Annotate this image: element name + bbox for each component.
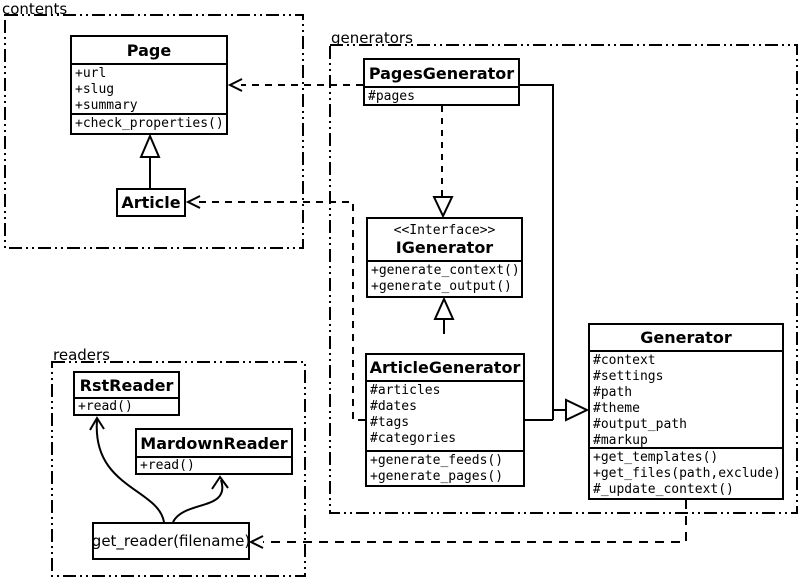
- class-igenerator-title: <<Interface>> IGenerator: [368, 219, 521, 260]
- call-arrow-getreader-to-rstreader: [89, 416, 165, 523]
- articlegenerator-attr-tags: #tags: [370, 415, 410, 430]
- class-igenerator-name: IGenerator: [395, 237, 494, 257]
- class-igenerator-methods: +generate_context() +generate_output(): [368, 260, 521, 296]
- generator-method-get-templates: +get_templates(): [593, 450, 719, 465]
- igenerator-method-generate-context: +generate_context(): [371, 263, 520, 278]
- class-mardownreader-name: MardownReader: [140, 433, 288, 453]
- class-rstreader-methods: +read(): [75, 397, 178, 414]
- generator-method-get-files: +get_files(path,exclude): [593, 466, 781, 481]
- package-border-contents: [4, 14, 304, 249]
- generator-attr-theme: #theme: [593, 401, 640, 416]
- class-rstreader: RstReader +read(): [73, 371, 180, 416]
- page-method-check-properties: +check_properties(): [75, 116, 224, 131]
- class-mardownreader: MardownReader +read(): [135, 428, 293, 475]
- class-pagesgenerator-attributes: #pages: [365, 86, 518, 104]
- pagesgenerator-attr-pages: #pages: [368, 89, 415, 104]
- class-generator-methods: +get_templates() +get_files(path,exclude…: [590, 447, 782, 498]
- page-attr-slug: +slug: [75, 82, 115, 97]
- package-label-contents: contents: [2, 0, 68, 18]
- call-arrow-getreader-to-mardownreader: [172, 475, 229, 523]
- articlegenerator-attr-categories: #categories: [370, 431, 457, 446]
- igenerator-method-generate-output: +generate_output(): [371, 279, 512, 294]
- class-generator-attributes: #context #settings #path #theme #output_…: [590, 350, 782, 447]
- articlegenerator-attr-dates: #dates: [370, 399, 417, 414]
- generator-attr-path: #path: [593, 385, 633, 400]
- package-label-readers: readers: [53, 346, 110, 364]
- rstreader-method-read: +read(): [78, 399, 133, 414]
- articlegenerator-method-generate-pages: +generate_pages(): [370, 469, 504, 484]
- package-border-readers: [51, 361, 306, 577]
- dependency-pagesgenerator-to-page: [227, 78, 363, 92]
- get-reader-label: get_reader(filename): [91, 532, 251, 550]
- dependency-articlegenerator-to-article: [185, 195, 365, 421]
- page-attr-url: +url: [75, 66, 107, 81]
- generator-attr-context: #context: [593, 353, 656, 368]
- class-pagesgenerator-name: PagesGenerator: [368, 63, 515, 83]
- class-articlegenerator-attributes: #articles #dates #tags #categories: [367, 380, 523, 450]
- generator-attr-markup: #markup: [593, 433, 648, 447]
- class-generator-name: Generator: [640, 328, 732, 347]
- class-articlegenerator-methods: +generate_feeds() +generate_pages(): [367, 450, 523, 485]
- class-article-name: Article: [121, 193, 181, 212]
- get-reader-box: get_reader(filename): [92, 522, 250, 560]
- mardownreader-method-read: +read(): [140, 458, 195, 473]
- class-page-attributes: +url +slug +summary: [72, 63, 226, 113]
- class-articlegenerator: ArticleGenerator #articles #dates #tags …: [365, 353, 525, 487]
- class-mardownreader-methods: +read(): [137, 456, 291, 473]
- page-attr-summary: +summary: [75, 98, 138, 113]
- generalization-articlegenerator-to-igenerator: [433, 296, 455, 334]
- igenerator-stereotype: <<Interface>>: [393, 222, 496, 238]
- articlegenerator-attr-articles: #articles: [370, 383, 441, 398]
- class-igenerator: <<Interface>> IGenerator +generate_conte…: [366, 217, 523, 298]
- class-articlegenerator-name: ArticleGenerator: [369, 358, 521, 377]
- generator-attr-output-path: #output_path: [593, 417, 687, 432]
- generalization-generators-to-generator: [520, 84, 590, 422]
- package-label-generators: generators: [331, 29, 413, 47]
- generator-attr-settings: #settings: [593, 369, 664, 384]
- class-page-name: Page: [126, 40, 172, 60]
- class-pagesgenerator: PagesGenerator #pages: [363, 58, 520, 106]
- class-page-methods: +check_properties(): [72, 113, 226, 133]
- class-rstreader-name: RstReader: [79, 375, 174, 395]
- articlegenerator-method-generate-feeds: +generate_feeds(): [370, 453, 504, 468]
- dependency-generator-to-getreader: [248, 500, 687, 549]
- class-generator: Generator #context #settings #path #them…: [588, 323, 784, 500]
- class-page: Page +url +slug +summary +check_properti…: [70, 35, 228, 135]
- class-article: Article: [116, 188, 186, 217]
- generalization-article-to-page: [139, 133, 161, 188]
- package-border-generators: [329, 44, 798, 514]
- generator-method-update-context: #_update_context(): [593, 482, 734, 497]
- realization-pagesgenerator-to-igenerator: [432, 106, 454, 219]
